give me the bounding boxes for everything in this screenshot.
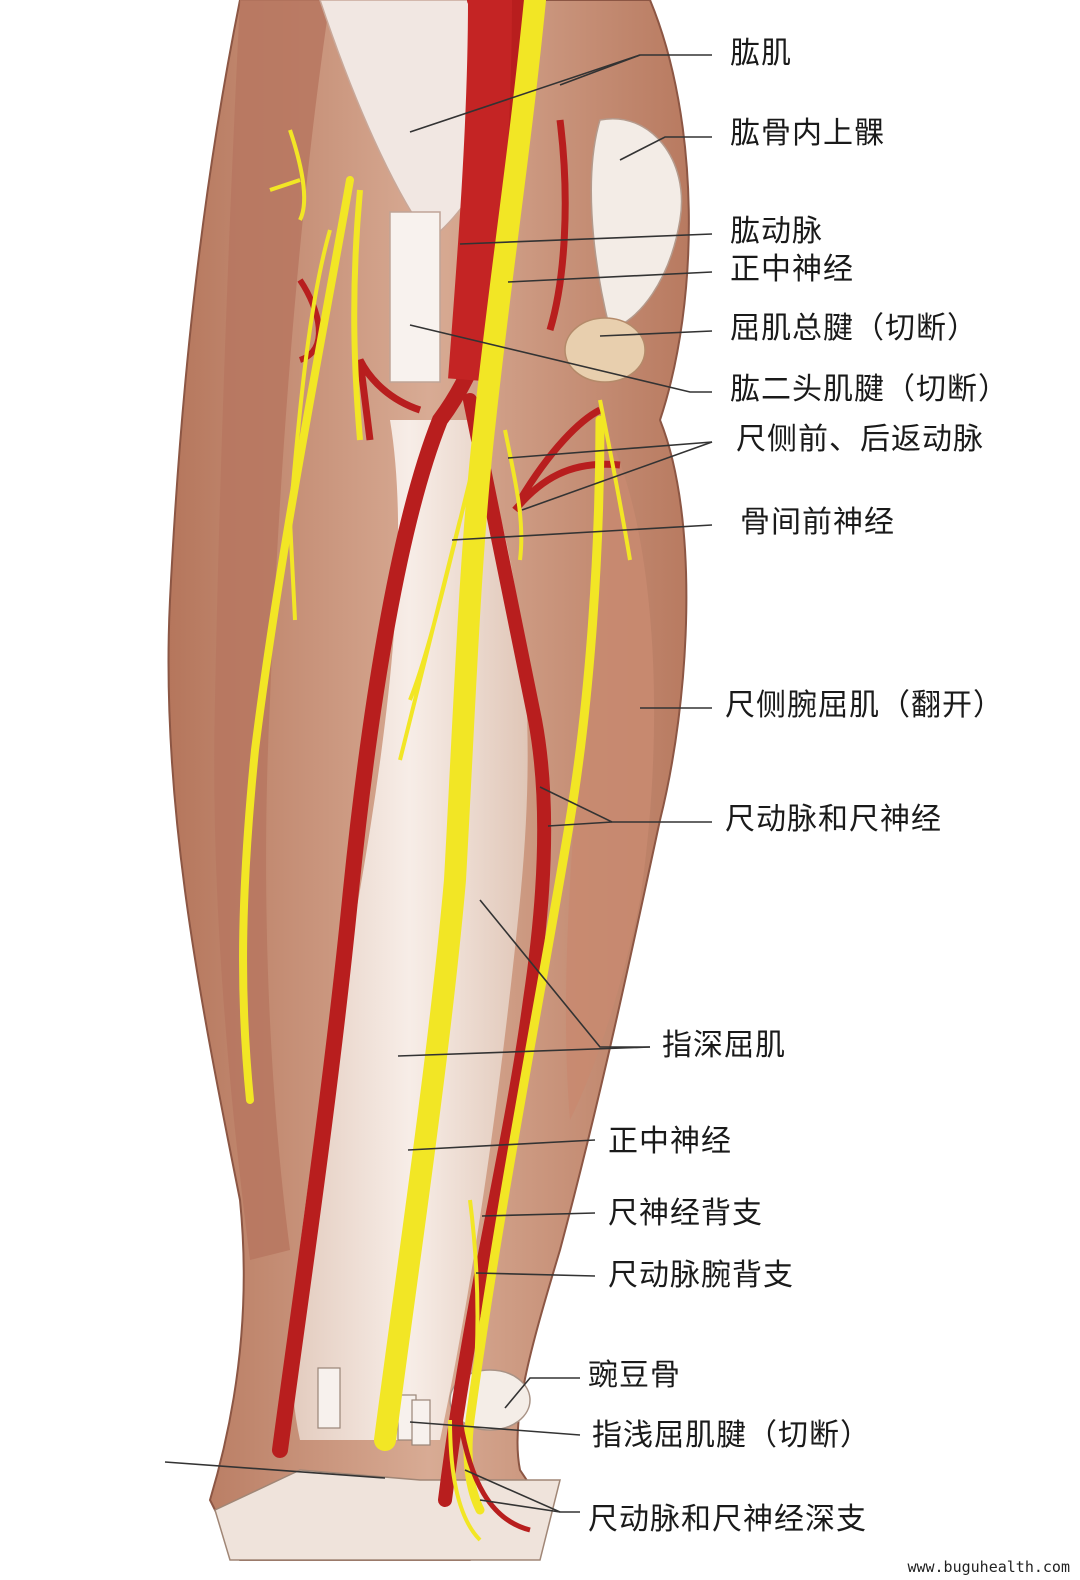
label-median-nerve-lower: 正中神经 — [608, 1124, 732, 1159]
watermark-text: www.buguhealth.com — [907, 1558, 1070, 1576]
label-median-nerve-upper: 正中神经 — [730, 252, 854, 287]
ulnar-artery-vessel — [438, 393, 552, 1507]
label-flexor-carpi-ulnaris: 尺侧腕屈肌（翻开） — [725, 688, 1004, 723]
label-medial-epicondyle: 肱骨内上髁 — [730, 116, 885, 151]
label-brachial-artery: 肱动脉 — [730, 214, 823, 249]
brachial-artery-vessel — [448, 0, 512, 382]
superficial-radial-nerve — [239, 176, 354, 1104]
label-ulnar-artery-nerve: 尺动脉和尺神经 — [725, 802, 942, 837]
leader-lines — [164, 54, 713, 1513]
biceps-tendon-cut — [389, 211, 441, 383]
label-brachialis: 肱肌 — [730, 36, 792, 71]
label-dorsal-carpal-branch: 尺动脉腕背支 — [608, 1258, 794, 1293]
label-deep-branch: 尺动脉和尺神经深支 — [588, 1502, 867, 1537]
label-anterior-interosseous-nerve: 骨间前神经 — [740, 505, 895, 540]
common-flexor-tendon-cut — [564, 317, 646, 383]
label-common-flexor-tendon: 屈肌总腱（切断） — [730, 311, 978, 346]
flexor-carpi-ulnaris-muscle — [565, 420, 655, 1120]
label-biceps-tendon: 肱二头肌腱（切断） — [730, 372, 1009, 407]
label-dorsal-branch-ulnar-nerve: 尺神经背支 — [608, 1196, 763, 1231]
label-fds-tendon: 指浅屈肌腱（切断） — [592, 1418, 871, 1453]
median-nerve — [374, 0, 546, 1451]
label-flexor-digitorum-profundus: 指深屈肌 — [662, 1028, 786, 1063]
label-ulnar-recurrent-arteries: 尺侧前、后返动脉 — [736, 422, 984, 457]
label-pisiform: 豌豆骨 — [588, 1358, 681, 1393]
